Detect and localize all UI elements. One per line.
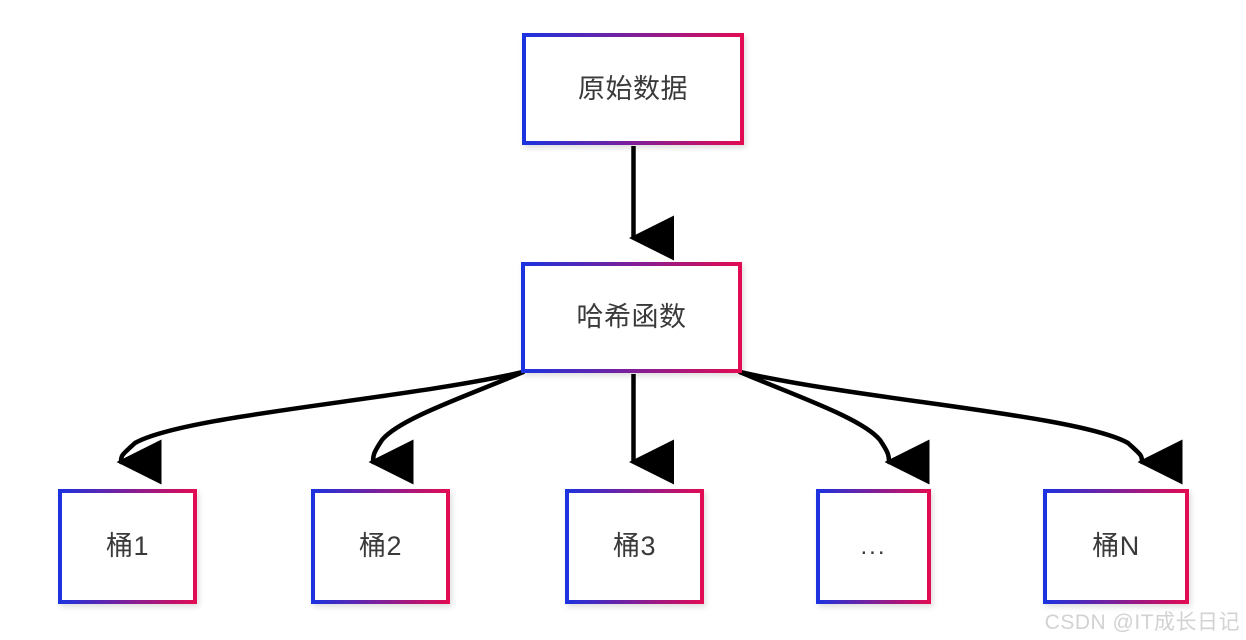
edge-hash-to-bucket2 [368,369,526,485]
edge-hash-to-bucket-ellipsis [737,369,930,485]
node-hash-function-label: 哈希函数 [576,302,687,332]
csdn-watermark: CSDN @IT成长日记 [1044,611,1240,634]
node-bucket-1-label: 桶1 [105,531,150,561]
edge-hash-to-bucketN [737,369,1183,485]
node-bucket-2-label: 桶2 [358,531,403,561]
node-bucket-3-label: 桶3 [612,531,657,561]
node-bucket-1[interactable]: 桶1 [58,489,197,604]
node-bucket-3[interactable]: 桶3 [565,489,704,604]
node-source-data[interactable]: 原始数据 [522,33,744,145]
node-hash-function[interactable]: 哈希函数 [521,262,742,373]
node-bucket-2[interactable]: 桶2 [311,489,450,604]
edge-hash-to-bucket1 [116,369,526,485]
node-bucket-ellipsis[interactable]: ... [816,489,931,604]
node-bucket-ellipsis-label: ... [860,532,887,560]
node-bucket-n-label: 桶N [1092,531,1140,561]
node-source-data-label: 原始数据 [578,73,688,104]
node-bucket-n[interactable]: 桶N [1043,489,1189,604]
